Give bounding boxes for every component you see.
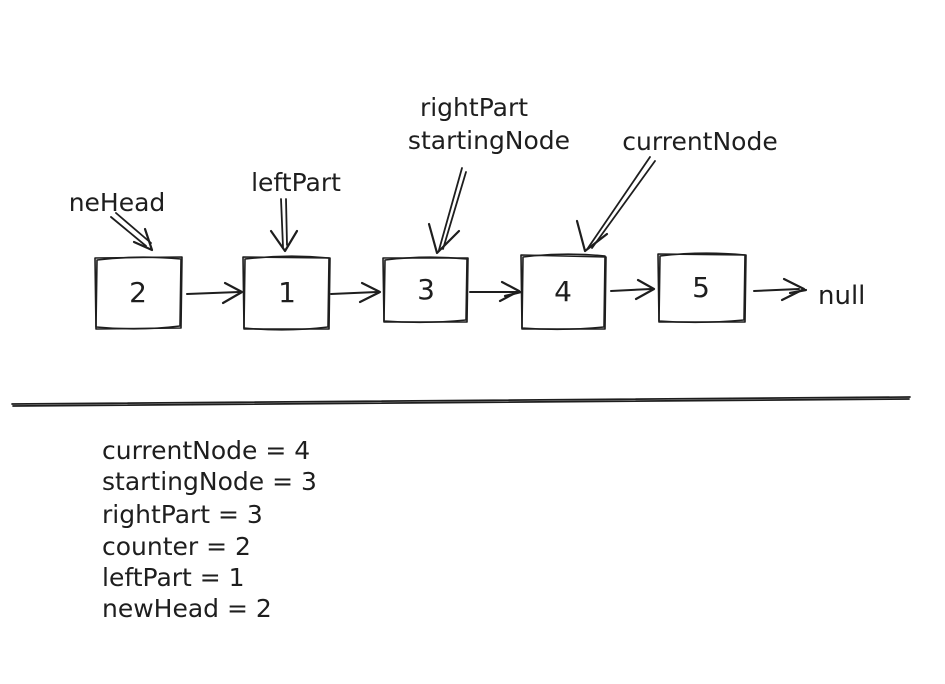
arrow-head-icon xyxy=(498,280,521,303)
label-startingnode: startingNode xyxy=(408,126,570,155)
variable-line: newHead = 2 xyxy=(102,594,272,623)
arrow-head-icon xyxy=(788,288,808,295)
node-box-outline xyxy=(520,254,607,330)
link-arrow xyxy=(610,278,656,301)
arrow-line xyxy=(438,167,463,251)
leftpart-pointer-arrow xyxy=(269,198,299,253)
divider-stroke xyxy=(12,398,910,407)
arrow-head-icon xyxy=(358,281,382,304)
variable-state-list: currentNode = 4 startingNode = 3 rightPa… xyxy=(102,436,317,623)
arrow-line xyxy=(442,171,467,250)
variable-line: rightPart = 3 xyxy=(102,500,263,529)
node-value: 5 xyxy=(692,271,710,304)
node-box-outline xyxy=(242,256,331,330)
arrow-head-icon xyxy=(634,278,656,301)
variable-line: leftPart = 1 xyxy=(102,563,245,592)
arrow-line xyxy=(587,156,651,249)
variable-line: startingNode = 3 xyxy=(102,467,317,496)
label-rightpart: rightPart xyxy=(420,93,528,122)
node-box: 4 xyxy=(520,253,607,331)
arrow-head-icon xyxy=(575,219,609,253)
node-box: 2 xyxy=(94,256,183,330)
newhead-pointer-arrow xyxy=(110,212,154,252)
node-box-outline xyxy=(94,256,183,330)
label-leftpart: leftPart xyxy=(251,168,341,197)
link-arrow xyxy=(330,281,382,304)
currentnode-pointer-arrow xyxy=(575,156,656,253)
node-box-outline xyxy=(382,257,469,323)
arrow-head-icon xyxy=(780,277,806,302)
link-arrow xyxy=(753,277,808,302)
node-box: 3 xyxy=(382,256,469,324)
node-value: 3 xyxy=(417,273,435,306)
arrow-line xyxy=(280,198,284,248)
arrow-line xyxy=(610,288,652,292)
arrow-line xyxy=(753,288,800,292)
arrow-head-icon xyxy=(427,222,461,255)
rightpart-startingnode-pointer-arrow xyxy=(427,167,467,255)
arrow-line xyxy=(115,212,152,244)
divider-stroke xyxy=(11,396,911,405)
node-box: 5 xyxy=(657,252,747,324)
link-arrow xyxy=(186,281,244,305)
node-value: 2 xyxy=(129,276,147,309)
arrow-line xyxy=(186,291,240,295)
arrow-head-icon xyxy=(269,229,299,253)
variable-line: currentNode = 4 xyxy=(102,436,310,465)
variable-line: counter = 2 xyxy=(102,532,251,561)
link-arrow xyxy=(469,280,523,303)
arrow-line xyxy=(110,216,147,247)
arrow-head-icon xyxy=(221,281,244,305)
node-value: 4 xyxy=(554,275,572,308)
label-currentnode: currentNode xyxy=(622,127,777,156)
node-value: 1 xyxy=(278,276,296,309)
arrow-head-icon xyxy=(132,227,154,252)
arrow-line xyxy=(330,291,378,295)
label-newhead: neHead xyxy=(69,188,166,217)
divider-line xyxy=(11,396,911,407)
arrow-head-icon xyxy=(503,290,523,298)
null-terminator-text: null xyxy=(818,281,865,311)
node-box-outline xyxy=(657,253,747,323)
arrow-line xyxy=(591,160,656,249)
arrow-line xyxy=(285,198,288,246)
node-box: 1 xyxy=(242,255,331,331)
